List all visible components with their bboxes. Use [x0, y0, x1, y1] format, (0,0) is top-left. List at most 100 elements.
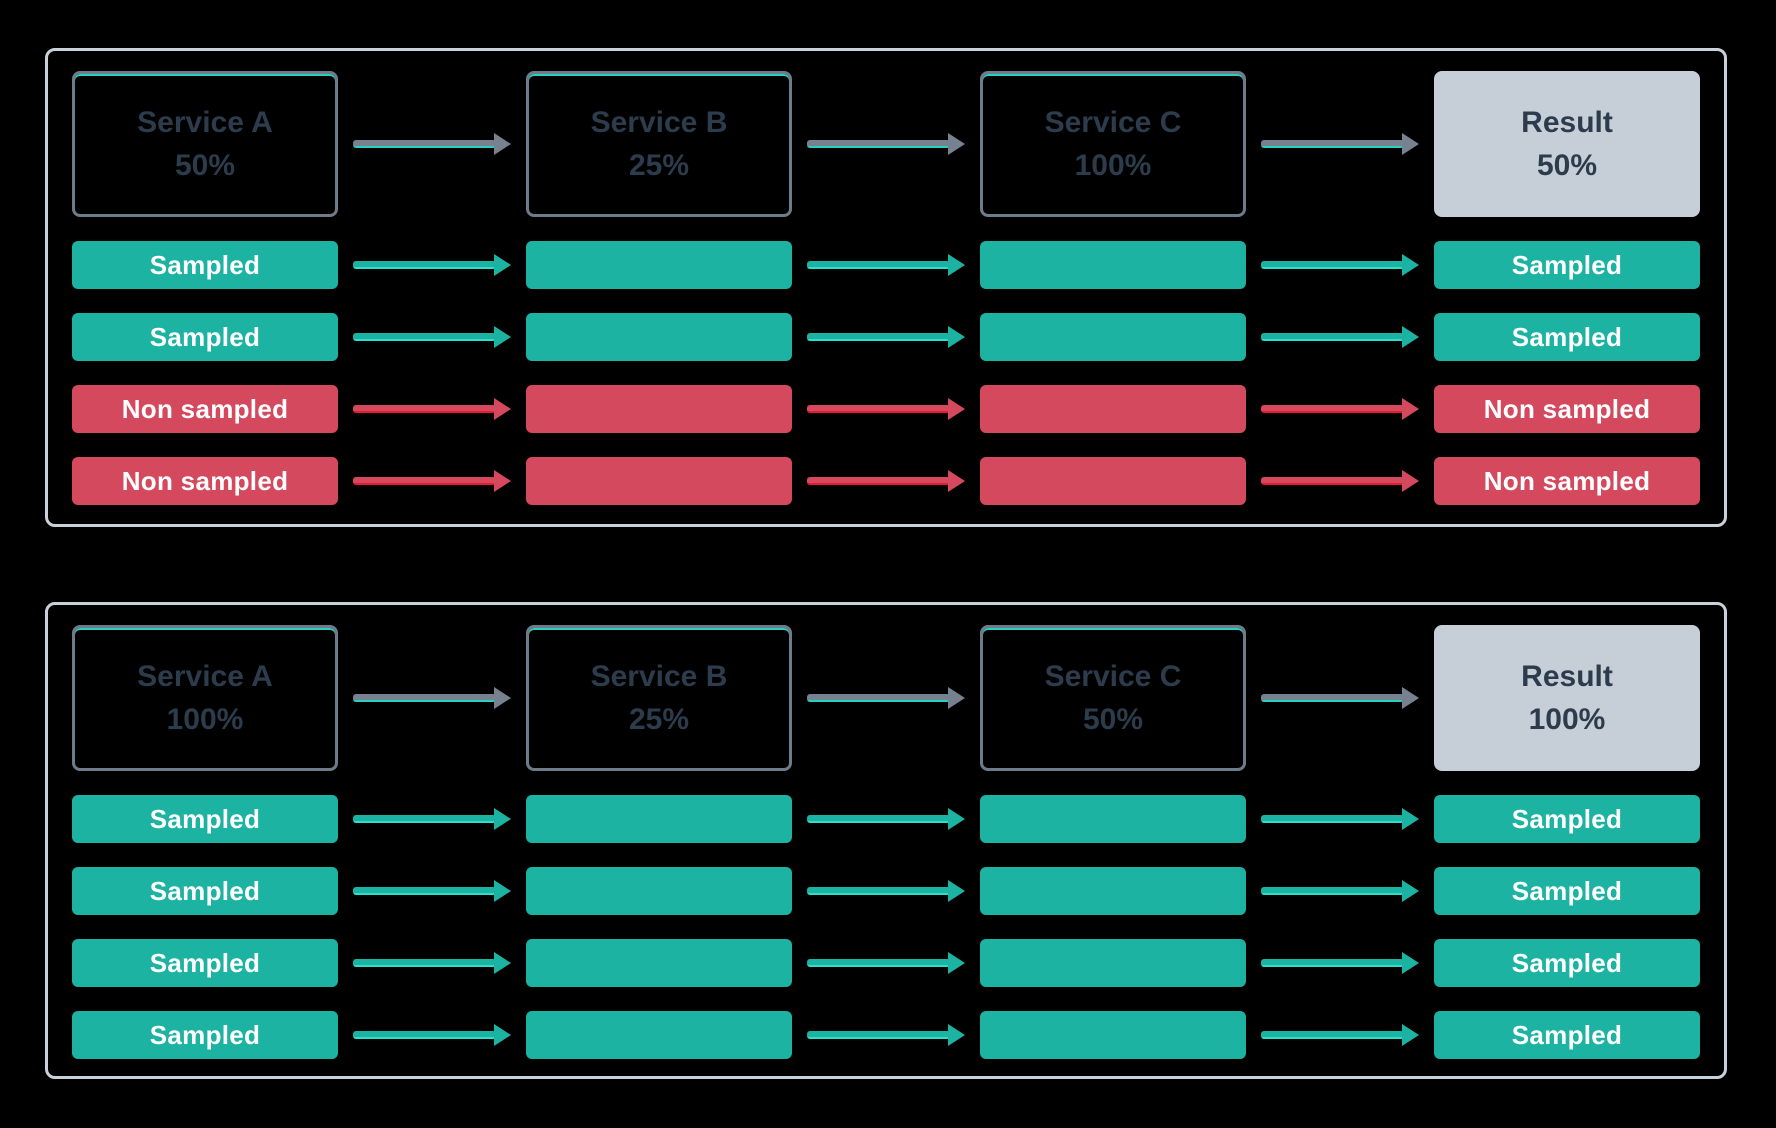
right-arrow-icon — [807, 684, 965, 712]
trace-pill-non-sampled — [980, 385, 1246, 433]
arrow-shaft — [1261, 959, 1404, 967]
arrow-head — [494, 687, 511, 709]
trace-pill-sampled — [526, 1011, 792, 1059]
trace-pill-sampled: Sampled — [72, 313, 338, 361]
trace-pill-sampled: Sampled — [1434, 1011, 1700, 1059]
right-arrow-icon — [807, 323, 965, 351]
right-arrow-icon — [353, 323, 511, 351]
right-arrow-icon — [353, 130, 511, 158]
arrow-head — [948, 254, 965, 276]
trace-status-label: Sampled — [149, 947, 261, 978]
service-name: Service B — [590, 660, 728, 693]
trace-status-label: Sampled — [149, 1019, 261, 1050]
right-arrow-icon — [807, 877, 965, 905]
arrow-shaft — [353, 1031, 496, 1039]
right-arrow-icon — [807, 251, 965, 279]
service-name: Service A — [137, 660, 273, 693]
arrow-shaft — [1261, 140, 1404, 148]
right-arrow-icon — [1261, 130, 1419, 158]
trace-pill-sampled: Sampled — [1434, 313, 1700, 361]
trace-pill-sampled — [980, 241, 1246, 289]
arrow-shaft — [353, 887, 496, 895]
arrow-shaft — [807, 1031, 950, 1039]
trace-pill-sampled — [980, 867, 1246, 915]
arrow-head — [494, 398, 511, 420]
arrow-shaft — [353, 140, 496, 148]
result-box: Result 50% — [1434, 71, 1700, 217]
right-arrow-icon — [353, 395, 511, 423]
arrow-head — [494, 880, 511, 902]
trace-pill-sampled — [526, 313, 792, 361]
arrow-head — [948, 687, 965, 709]
trace-status-label: Sampled — [149, 249, 261, 280]
trace-pill-non-sampled: Non sampled — [72, 385, 338, 433]
arrow-shaft — [1261, 1031, 1404, 1039]
trace-pill-sampled: Sampled — [72, 1011, 338, 1059]
right-arrow-icon — [807, 1021, 965, 1049]
trace-pill-sampled — [980, 313, 1246, 361]
trace-status-label: Non sampled — [1483, 465, 1651, 496]
right-arrow-icon — [1261, 684, 1419, 712]
arrow-shaft — [807, 887, 950, 895]
arrow-head — [494, 952, 511, 974]
arrow-head — [494, 470, 511, 492]
trace-status-label: Sampled — [1511, 803, 1623, 834]
trace-pill-non-sampled: Non sampled — [72, 457, 338, 505]
trace-pill-sampled — [526, 241, 792, 289]
arrow-shaft — [807, 261, 950, 269]
arrow-head — [1402, 254, 1419, 276]
sample-rate: 100% — [1528, 703, 1606, 736]
arrow-shaft — [353, 959, 496, 967]
trace-pill-sampled: Sampled — [1434, 939, 1700, 987]
trace-status-label: Sampled — [1511, 1019, 1623, 1050]
arrow-head — [494, 326, 511, 348]
result-label: Result — [1521, 106, 1613, 139]
sample-rate: 50% — [1082, 703, 1144, 736]
trace-status-label: Sampled — [1511, 875, 1623, 906]
trace-pill-sampled: Sampled — [72, 939, 338, 987]
right-arrow-icon — [353, 467, 511, 495]
service-box-b: Service B 25% — [526, 625, 792, 771]
arrow-head — [948, 952, 965, 974]
arrow-shaft — [1261, 333, 1404, 341]
right-arrow-icon — [353, 684, 511, 712]
arrow-head — [948, 470, 965, 492]
arrow-shaft — [353, 694, 496, 702]
arrow-shaft — [807, 477, 950, 485]
right-arrow-icon — [1261, 251, 1419, 279]
arrow-head — [1402, 1024, 1419, 1046]
trace-pill-non-sampled — [980, 457, 1246, 505]
trace-pill-non-sampled — [526, 385, 792, 433]
arrow-shaft — [807, 815, 950, 823]
arrow-shaft — [353, 815, 496, 823]
trace-pill-sampled: Sampled — [72, 867, 338, 915]
arrow-head — [1402, 808, 1419, 830]
arrow-shaft — [353, 477, 496, 485]
right-arrow-icon — [1261, 1021, 1419, 1049]
service-name: Service C — [1044, 106, 1182, 139]
arrow-head — [494, 1024, 511, 1046]
sample-rate: 25% — [628, 703, 690, 736]
right-arrow-icon — [353, 949, 511, 977]
service-name: Service B — [590, 106, 728, 139]
arrow-shaft — [353, 405, 496, 413]
sample-rate: 50% — [1536, 149, 1598, 182]
trace-pill-non-sampled: Non sampled — [1434, 457, 1700, 505]
right-arrow-icon — [353, 805, 511, 833]
trace-status-label: Sampled — [1511, 947, 1623, 978]
service-name: Service C — [1044, 660, 1182, 693]
arrow-head — [494, 808, 511, 830]
sample-rate: 100% — [1074, 149, 1152, 182]
arrow-head — [1402, 133, 1419, 155]
right-arrow-icon — [353, 251, 511, 279]
arrow-shaft — [1261, 477, 1404, 485]
arrow-shaft — [1261, 887, 1404, 895]
right-arrow-icon — [807, 395, 965, 423]
right-arrow-icon — [1261, 395, 1419, 423]
right-arrow-icon — [807, 467, 965, 495]
